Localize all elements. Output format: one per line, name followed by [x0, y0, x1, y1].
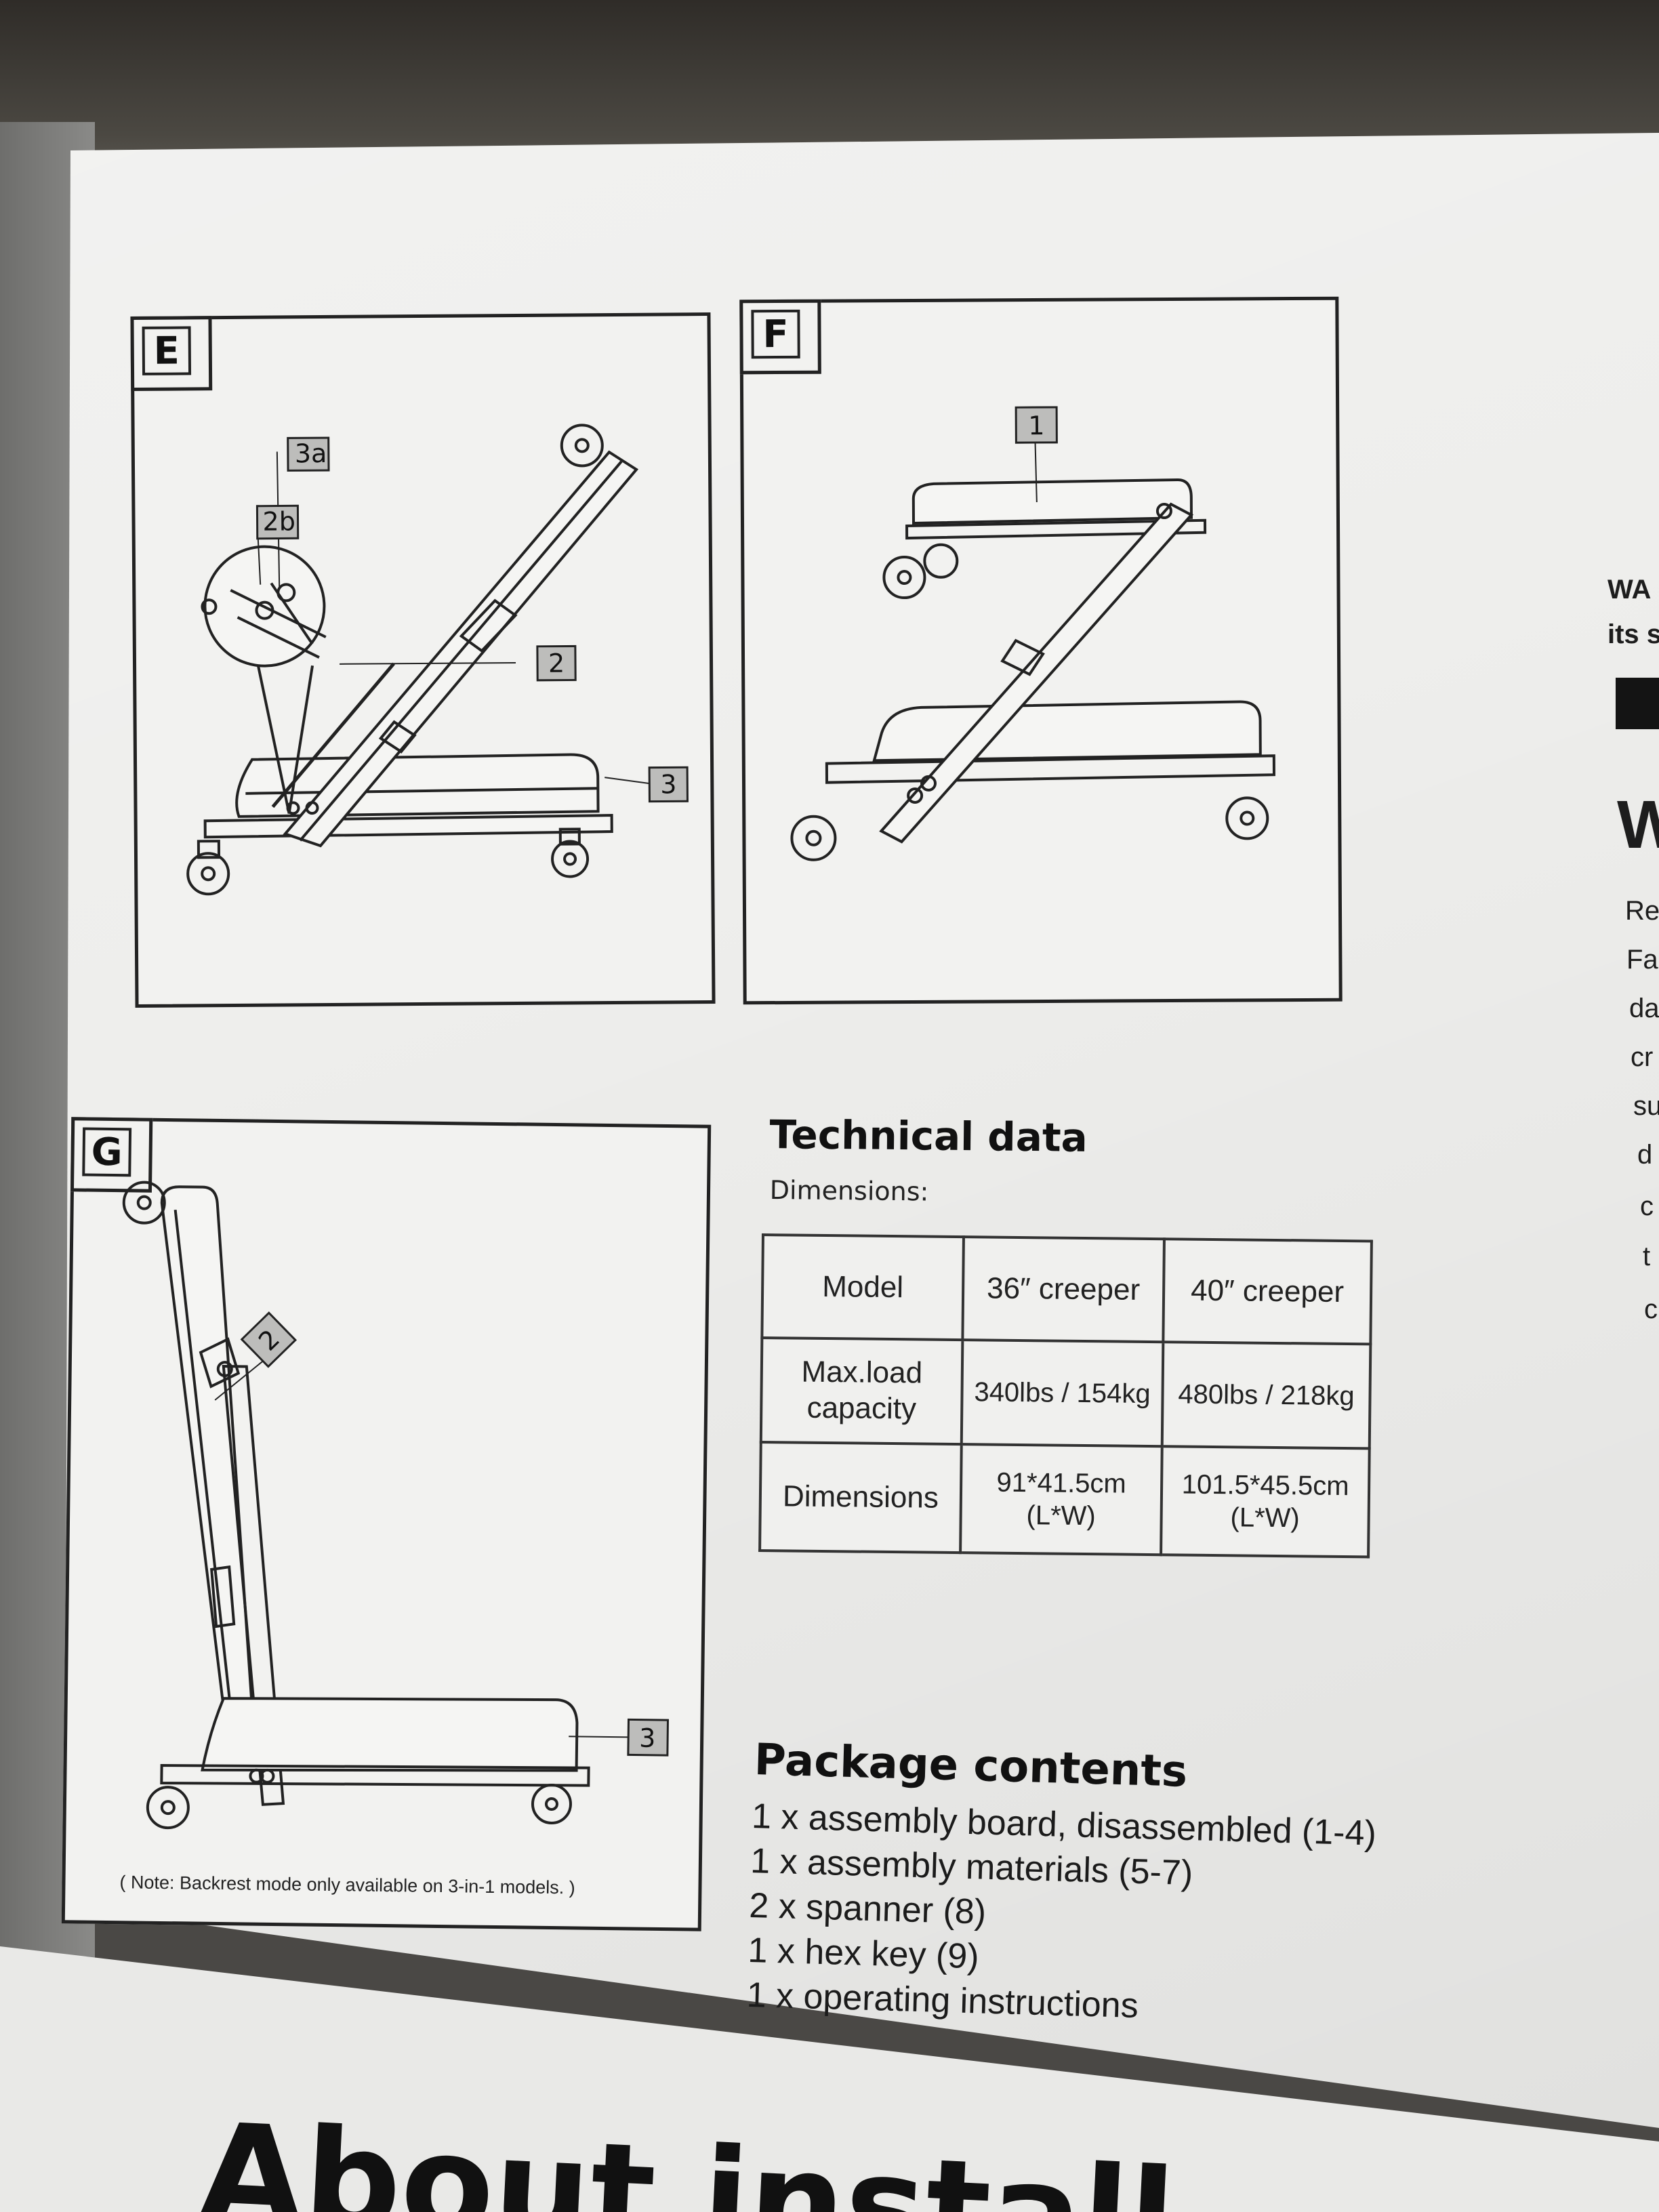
callout-2b: 2b [262, 506, 295, 536]
cutoff-text: Fa [1626, 945, 1658, 975]
diagram-panel-e: E [130, 312, 716, 1008]
cutoff-text: cr [1631, 1042, 1654, 1072]
cutoff-text: Re [1625, 896, 1659, 926]
creeper-illustration-e: 3a 2b 2 3 [186, 424, 689, 896]
creeper-illustration-g: 2 3 [122, 1181, 670, 1830]
cutoff-text: W [1617, 787, 1659, 863]
black-bar [1616, 678, 1659, 729]
cutoff-text: its s [1607, 619, 1659, 649]
diagram-panel-f: F 1 [739, 296, 1343, 1005]
cutoff-text: da [1629, 994, 1659, 1023]
callout-3: 3 [660, 769, 676, 799]
cutoff-text: d [1637, 1140, 1653, 1170]
about-install-heading: About install [195, 2094, 1179, 2212]
callout-1: 1 [1028, 411, 1044, 441]
cutoff-text: c [1640, 1191, 1654, 1221]
cutoff-text: t [1643, 1242, 1651, 1271]
cutoff-text: WA [1607, 575, 1652, 605]
diagram-panel-g: G 2 3 ( Note: [61, 1117, 712, 1931]
callout-3: 3 [639, 1723, 656, 1753]
callout-3a: 3a [295, 438, 327, 468]
creeper-illustration-f: 1 [790, 406, 1275, 861]
cutoff-text: c [1644, 1294, 1658, 1324]
callout-2: 2 [548, 649, 565, 678]
cutoff-text: su [1633, 1091, 1659, 1121]
